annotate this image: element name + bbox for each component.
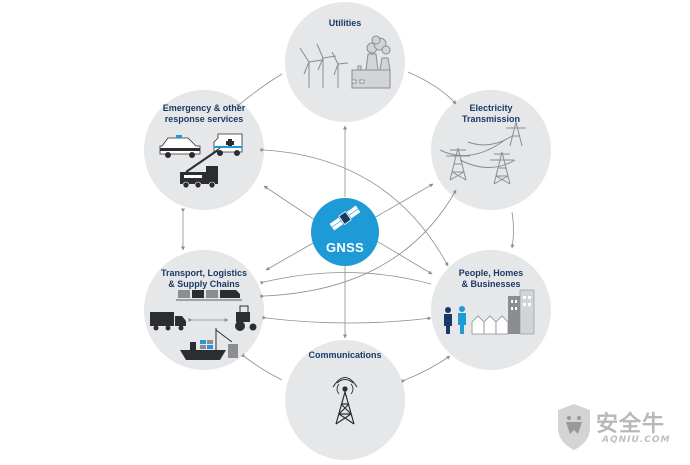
node-circle-communications [285, 340, 405, 460]
connector-emergency-utilities [236, 73, 283, 108]
fire-truck-icon [180, 147, 221, 189]
tractor-icon [235, 305, 257, 331]
ambulance-icon [213, 133, 243, 156]
spoke-to-electricity [373, 183, 434, 219]
cross-transport-people-lower [262, 315, 432, 324]
office-building-icon [508, 289, 535, 335]
connector-transport-communications [241, 353, 283, 381]
electricity-illustration [439, 121, 526, 185]
title-line: Communications [308, 350, 382, 360]
connector-communications-people [401, 355, 451, 384]
power-line [467, 135, 513, 146]
node-title-people: People, Homes & Businesses [441, 268, 541, 290]
wind-turbine-icon [299, 47, 323, 88]
node-circle-electricity [431, 90, 551, 210]
title-line: People, Homes [458, 268, 524, 278]
power-line [439, 139, 506, 157]
person-icon [444, 307, 452, 334]
watermark-text-cn: 安全牛 [596, 412, 666, 437]
title-line: & Supply Chains [168, 279, 240, 289]
cross-transport-electricity [260, 189, 457, 299]
spoke-to-people [374, 239, 433, 275]
gnss-label: GNSS [325, 240, 365, 255]
node-title-utilities: Utilities [295, 18, 395, 29]
person-icon [458, 306, 466, 334]
transport-illustration [150, 290, 257, 360]
power-plant-icon [351, 35, 391, 89]
watermark-text-en: AQNIU.COM [602, 435, 671, 445]
node-circle-people [431, 250, 551, 370]
title-line: Transmission [461, 114, 521, 124]
ring-connectors [181, 71, 515, 384]
pylon-icon [490, 151, 514, 185]
spoke-to-transport [265, 241, 316, 271]
title-line: Transport, Logistics [160, 268, 247, 278]
satellite-icon [329, 205, 361, 231]
pylon-icon [506, 121, 526, 147]
watermark: 安全牛 AQNIU.COM [552, 402, 686, 454]
title-line: response services [164, 114, 244, 124]
title-line: & Businesses [461, 279, 521, 289]
title-line: Utilities [328, 18, 362, 28]
connector-electricity-people [510, 211, 515, 249]
gnss-center-circle [311, 198, 379, 266]
cross-connectors [260, 147, 457, 324]
lorry-icon [150, 312, 186, 331]
people-illustration [444, 289, 535, 335]
watermark-shield-logo [558, 404, 590, 450]
cargo-ship-icon [180, 328, 238, 360]
freight-train-icon [176, 290, 242, 301]
houses-icon [471, 315, 509, 335]
comms-tower-icon [332, 377, 358, 425]
node-title-communications: Communications [295, 350, 395, 361]
cross-transport-people-upper [260, 272, 432, 285]
police-car-icon [159, 135, 201, 158]
node-title-transport: Transport, Logistics & Supply Chains [149, 268, 259, 290]
utilities-illustration [299, 35, 391, 89]
power-line [459, 159, 516, 168]
emergency-illustration [159, 133, 243, 189]
node-circle-utilities [285, 2, 405, 122]
node-circle-transport [144, 250, 264, 370]
title-line: Emergency & other [162, 103, 246, 113]
spoke-to-emergency [263, 185, 316, 221]
title-line: Electricity [469, 103, 513, 113]
connector-utilities-electricity [407, 71, 457, 105]
node-title-electricity: Electricity Transmission [441, 103, 541, 125]
pylon-icon [446, 147, 470, 181]
wind-turbine-icon [331, 51, 349, 88]
node-circle-emergency [144, 90, 264, 210]
node-title-emergency: Emergency & other response services [149, 103, 259, 125]
